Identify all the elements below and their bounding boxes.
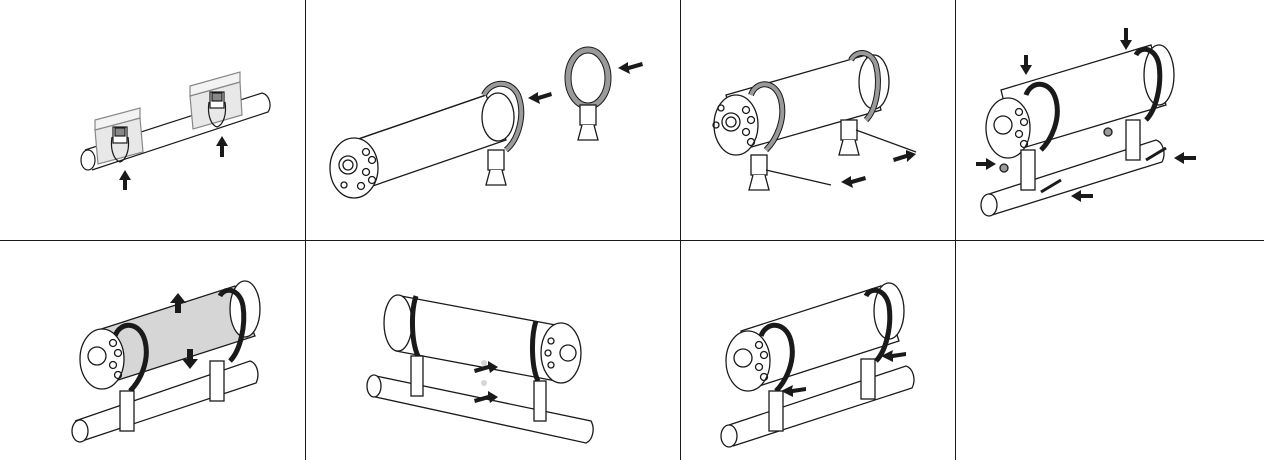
guide-line (765, 169, 832, 186)
step-4-illustration (976, 28, 1196, 217)
tube (370, 375, 594, 444)
clamp-ring (530, 320, 541, 383)
step-5-illustration (71, 280, 261, 443)
vertical-divider-3 (955, 0, 956, 460)
tube-end (366, 374, 382, 398)
clamp-ring (217, 287, 247, 363)
arrow-down-icon (1020, 55, 1032, 75)
bolt (1145, 146, 1167, 162)
speaker-front-face (725, 330, 771, 392)
clamp-ring (1023, 81, 1060, 152)
step-4-panel (956, 0, 1264, 240)
clamp-ring (863, 287, 893, 363)
tube-end (71, 419, 89, 443)
arrow-left-icon (618, 62, 643, 74)
clamp-tab (114, 127, 126, 137)
speaker-rear-cap (383, 294, 413, 352)
clamp-bracket (1020, 149, 1036, 191)
horizontal-divider (0, 240, 1264, 241)
tube-end (980, 193, 998, 217)
clamp-bracket (1125, 119, 1141, 161)
arrow-up-icon (170, 293, 186, 313)
arrow-up-icon (119, 170, 131, 190)
clamp-tab (211, 92, 223, 102)
arrow-down-icon (1120, 28, 1132, 50)
step-1-panel (0, 0, 305, 240)
speaker-front-face (540, 322, 582, 384)
tube-end (720, 424, 738, 448)
clamp-bracket (768, 390, 784, 432)
speaker-front-face (79, 328, 125, 390)
clamp-bracket (410, 355, 424, 397)
speaker-front-face (985, 97, 1031, 159)
step-2-illustration (329, 46, 643, 199)
clamp-band (110, 136, 130, 163)
bolt (1040, 178, 1062, 194)
arrow-left-icon (841, 176, 866, 188)
arrow-right-icon (474, 391, 498, 403)
clamp-ring (1133, 46, 1163, 122)
arrow-up-icon (216, 136, 228, 157)
step-3-illustration (712, 50, 917, 191)
clamp-bracket (533, 380, 547, 422)
adhesive-pad-top (94, 107, 141, 131)
step-8-panel-empty (956, 241, 1264, 460)
arrow-left-icon (1174, 152, 1196, 164)
nut (1103, 127, 1113, 137)
screw-hole (481, 360, 487, 366)
clamp-bracket (860, 358, 876, 400)
clamp-bracket (209, 360, 225, 402)
clamp-ring (410, 295, 421, 358)
step-7-illustration (720, 282, 915, 448)
clamp-bracket (750, 154, 768, 176)
arrow-left-icon (781, 385, 806, 397)
step-3-panel (681, 0, 955, 240)
clamp-band (207, 101, 227, 128)
arrow-left-icon (881, 350, 906, 362)
vertical-divider-2 (680, 0, 681, 460)
vertical-divider-1 (305, 0, 306, 460)
nut (999, 163, 1009, 173)
step-2-panel (306, 0, 680, 240)
arrow-down-icon (182, 349, 198, 369)
screw-hole (481, 380, 487, 386)
step-6-panel (306, 241, 680, 460)
arrow-left-icon (1071, 190, 1093, 202)
guide-line (855, 129, 917, 153)
step-5-panel (0, 241, 305, 460)
clamp-bracket (119, 390, 135, 432)
arrow-right-icon (893, 150, 916, 162)
clamp-ring (758, 322, 795, 393)
clamp-ring (112, 322, 149, 393)
arrow-left-icon (528, 92, 552, 104)
adhesive-pad-top (189, 71, 241, 97)
tube-end (80, 149, 96, 171)
step-6-illustration (366, 294, 594, 444)
clamp-bracket (487, 149, 505, 171)
arrow-right-icon (976, 158, 996, 170)
detached-clamp-bracket (579, 104, 597, 126)
arrow-right-icon (474, 361, 498, 373)
step-1-illustration (80, 71, 271, 190)
clamp-bracket (840, 119, 858, 141)
speaker-rear-cap (481, 92, 515, 142)
step-7-panel (681, 241, 955, 460)
